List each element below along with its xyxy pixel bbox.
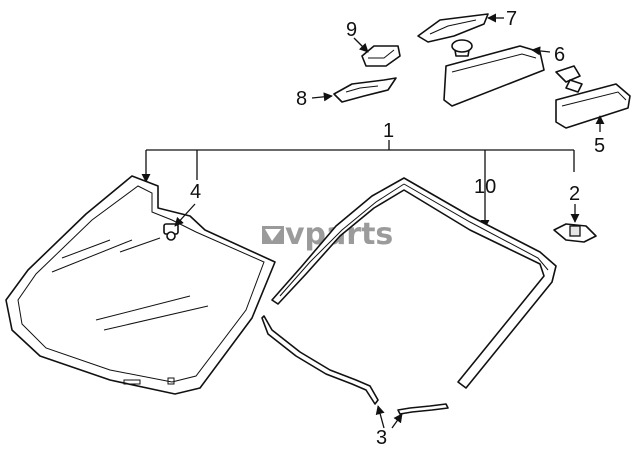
part-2-bracket — [553, 204, 597, 243]
part-6-mirror — [443, 39, 551, 107]
part-9-clip — [353, 37, 401, 67]
callout-4: 4 — [190, 181, 201, 203]
callout-3: 3 — [376, 427, 387, 449]
callout-2: 2 — [569, 183, 580, 205]
part-10-moulding — [271, 177, 557, 389]
callout-7: 7 — [506, 8, 517, 30]
part-7-cover — [417, 13, 504, 43]
callout-5: 5 — [594, 135, 605, 157]
part-3-seal — [261, 315, 449, 429]
part-8-trim — [311, 77, 397, 103]
part-4-clip — [163, 203, 196, 241]
callout-10: 10 — [474, 176, 496, 198]
part-5-mirror — [555, 65, 631, 132]
callout-8: 8 — [296, 88, 307, 110]
callout-9: 9 — [346, 19, 357, 41]
leader-group-1 — [141, 140, 575, 229]
windshield-glass — [5, 175, 276, 395]
callout-6: 6 — [554, 44, 565, 66]
callout-1: 1 — [383, 120, 394, 142]
